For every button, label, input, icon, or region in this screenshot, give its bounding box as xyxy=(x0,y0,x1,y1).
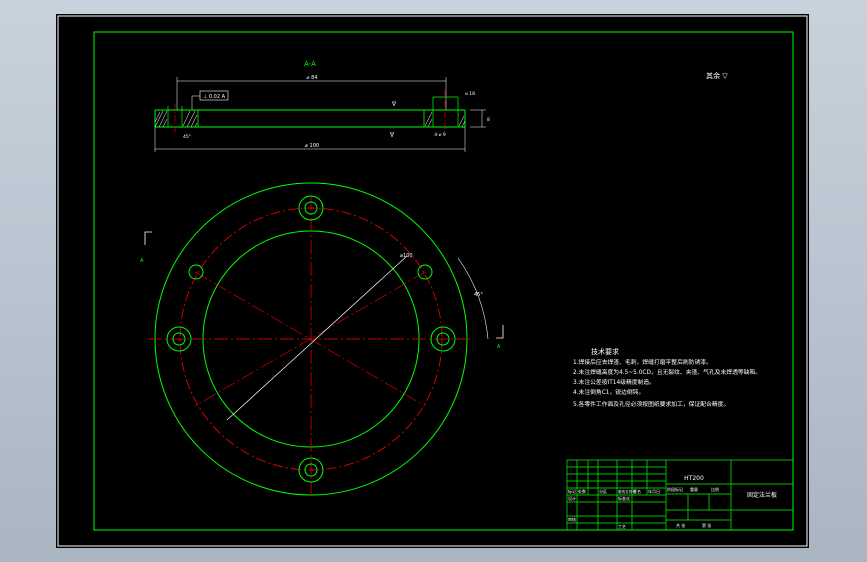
tb-label-bili: 比例 xyxy=(711,486,719,492)
drawing-background xyxy=(56,14,809,548)
tb-label-biaozhunhua: 标准化 xyxy=(618,495,630,501)
tb-label-genggai: 更改文件号 xyxy=(618,489,636,494)
notes-line-5: 5.各零件工作面及孔径必须按图纸要求加工，保证配合精度。 xyxy=(573,400,729,408)
tb-label-sheji: 设计 xyxy=(568,495,576,501)
part-name-label: 固定法兰板 xyxy=(747,491,777,499)
tb-label-gongzhang: 共 张 xyxy=(676,522,685,528)
tolerance-frame xyxy=(199,90,229,101)
section-view: A-A ⌀ 84 ⊥ 0.02 A xyxy=(154,60,490,152)
small-hole-left xyxy=(188,264,204,280)
technical-notes: 技术要求 1.焊接后应去焊渣、毛刺，焊缝打磨平整后刷防锈漆。 2.未注焊缝高度为… xyxy=(573,347,761,408)
tb-label-zhongliang: 重量 xyxy=(690,486,698,492)
notes-line-4: 4.未注倒角C1，锐边倒钝。 xyxy=(573,388,644,396)
dim-top-label: ⌀ 84 xyxy=(307,75,318,81)
cut-mark-right xyxy=(496,325,504,339)
tb-label-nianyueri: 年月日 xyxy=(648,488,660,494)
cut-label-right: A xyxy=(497,344,501,350)
section-roughness-bottom: ∇ xyxy=(389,132,395,139)
cut-mark-left xyxy=(144,231,152,245)
bolt-hole-left xyxy=(166,326,192,352)
chamfer-label: 45° xyxy=(183,134,191,140)
section-roughness-top: ∇ xyxy=(391,101,397,108)
tb-label-qianming: 签名 xyxy=(633,488,641,494)
bolt-hole-bottom xyxy=(298,457,324,483)
section-title: A-A xyxy=(304,60,316,68)
diagonal-centerline-2 xyxy=(194,271,426,407)
tb-label-biaoji: 标记 xyxy=(568,488,576,494)
angle-label: 45° xyxy=(474,292,483,298)
plan-view: ⌀100 45° A A xyxy=(140,182,504,498)
depth-label: 8 xyxy=(487,117,490,123)
notes-line-3: 3.未注公差按IT14级精度制造。 xyxy=(573,378,655,386)
drawing-border xyxy=(93,31,794,531)
diameter-label: ⌀100 xyxy=(400,253,413,259)
material-label: HT200 xyxy=(684,475,704,482)
tb-label-jieduan: 阶段标记 xyxy=(667,486,683,492)
tb-label-dizhang: 第 张 xyxy=(702,522,711,528)
notes-heading: 技术要求 xyxy=(591,347,619,356)
tb-label-gongyi: 工艺 xyxy=(618,524,626,529)
tolerance-frame-label: ⊥ 0.02 A xyxy=(203,94,226,100)
notes-line-2: 2.未注焊缝高度为4.5~5.0CD，且无裂纹、夹渣、气孔及未焊透等缺陷。 xyxy=(573,368,761,376)
angle-dimension-arc xyxy=(457,257,489,340)
title-block xyxy=(566,459,794,531)
bolt-hole-top xyxy=(298,195,324,221)
diameter-dimension-line xyxy=(226,255,408,421)
hole-label: 4-⌀ 9 xyxy=(434,132,446,138)
tb-label-fenqu: 分区 xyxy=(599,488,607,494)
tb-label-chushu: 处数 xyxy=(578,488,586,494)
notes-line-1: 1.焊接后应去焊渣、毛刺，焊缝打磨平整后刷防锈漆。 xyxy=(573,358,712,366)
roughness-note: 其余 ▽ xyxy=(706,71,728,80)
cut-label-left: A xyxy=(140,258,144,264)
dim-bottom-label: ⌀ 100 xyxy=(305,143,319,149)
bolt-hole-right xyxy=(430,326,456,352)
tb-label-shenhe: 审核 xyxy=(568,516,576,522)
counterbore-label: ⌀ 18 xyxy=(465,91,475,97)
title-block-text: HT200 固定法兰板 标记 处数 分区 更改文件号 签名 年月日 设计 标准化… xyxy=(568,475,777,529)
drawing-frame xyxy=(57,15,808,547)
small-hole-right xyxy=(417,264,433,280)
